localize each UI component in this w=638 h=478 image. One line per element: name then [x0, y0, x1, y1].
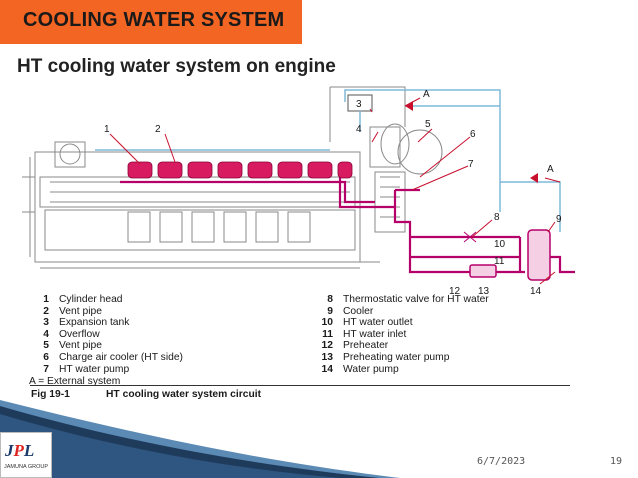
- figure-number: Fig 19-1: [31, 389, 70, 400]
- callout-3: 3: [356, 99, 362, 110]
- callout-12: 12: [449, 286, 461, 297]
- preheater: [469, 264, 497, 278]
- logo-subtitle: JAMUNA GROUP: [4, 464, 49, 470]
- figure-caption-text: HT cooling water system circuit: [106, 389, 262, 400]
- callout-10: 10: [494, 239, 506, 250]
- callout-numbers: 1 2 3 4 5 6 7 8 9 10 11 12 13 14 A A: [104, 89, 562, 297]
- callout-8: 8: [494, 212, 500, 223]
- slide-date: 6/7/2023: [477, 456, 526, 467]
- vent-pipes: [95, 89, 561, 232]
- callout-1: 1: [104, 124, 110, 135]
- callout-11: 11: [494, 256, 505, 267]
- caption-rule: [30, 385, 570, 386]
- callout-a-right: A: [547, 164, 554, 175]
- callout-a-top: A: [423, 89, 430, 100]
- callout-9: 9: [556, 214, 562, 225]
- cooler: [527, 229, 551, 281]
- callout-13: 13: [478, 286, 490, 297]
- cylinder-heads: [127, 161, 353, 179]
- callout-7: 7: [468, 159, 474, 170]
- company-logo: JPL JAMUNA GROUP: [0, 432, 52, 478]
- title-banner: [0, 0, 302, 44]
- footer-swoosh-highlight: [0, 414, 340, 478]
- footer-swoosh: [0, 400, 400, 478]
- slide-page-number: 19: [610, 456, 623, 467]
- slide-title: COOLING WATER SYSTEM: [23, 9, 285, 31]
- figure-caption: Fig 19-1 HT cooling water system circuit: [31, 389, 261, 400]
- callout-4: 4: [356, 124, 362, 135]
- legend-external-note: A = External system: [29, 376, 121, 388]
- callout-2: 2: [155, 124, 161, 135]
- engine-diagram: 1 2 3 4 5 6 7 8 9 10 11 12 13 14 A A: [22, 86, 575, 297]
- callout-6: 6: [470, 129, 476, 140]
- logo-letters: JPL: [5, 441, 35, 460]
- callout-5: 5: [425, 119, 431, 130]
- callout-arrows: [405, 101, 538, 183]
- callout-14: 14: [530, 286, 542, 297]
- ht-circuit-pipes: [120, 177, 575, 274]
- slide-subtitle: HT cooling water system on engine: [17, 56, 336, 77]
- thermostatic-valve: [463, 231, 477, 243]
